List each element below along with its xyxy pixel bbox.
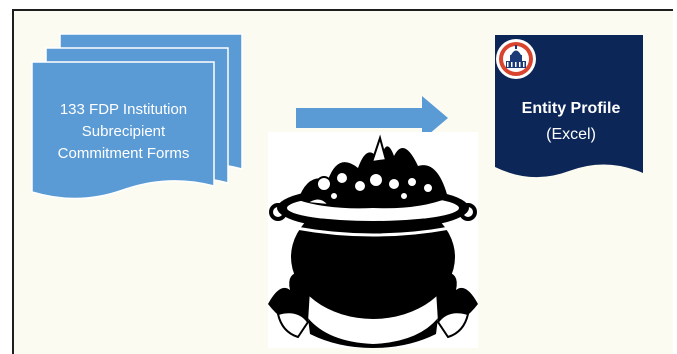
- capitol-seal-icon: [496, 39, 536, 79]
- document-front: [31, 61, 215, 200]
- cauldron-icon: [268, 134, 478, 348]
- source-doc-line-1: 133 FDP Institution: [59, 101, 188, 118]
- entity-profile-title: Entity Profile: [521, 100, 621, 117]
- source-doc-label: 133 FDP Institution Subrecipient Commitm…: [32, 99, 215, 165]
- entity-profile-subtitle: (Excel): [546, 126, 596, 143]
- right-arrow-icon: [296, 96, 448, 140]
- cauldron-panel: [268, 132, 478, 348]
- source-doc-line-2: Subrecipient: [81, 123, 166, 140]
- source-doc-line-3: Commitment Forms: [57, 145, 190, 162]
